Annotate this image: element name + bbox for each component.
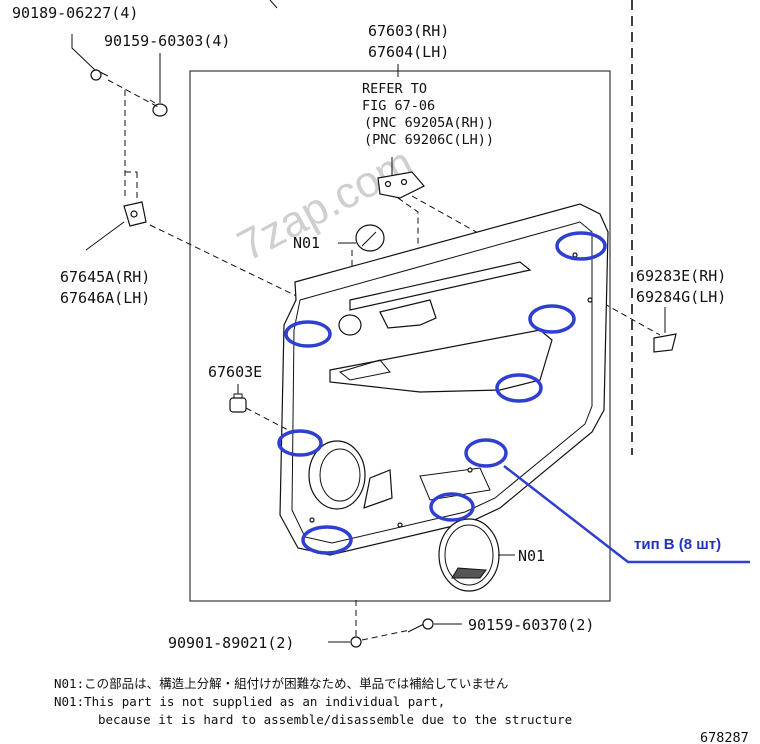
clip-ring-8 bbox=[284, 320, 332, 348]
figure-number: 678287 bbox=[700, 730, 749, 744]
label-69284g: 69284G(LH) bbox=[636, 288, 726, 306]
clip-ring-5 bbox=[429, 492, 475, 522]
label-90159-60303: 90159-60303(4) bbox=[104, 32, 230, 50]
clip-ring-6 bbox=[301, 525, 353, 555]
refer-line-4: (PNC 69206C(LH)) bbox=[364, 132, 494, 148]
label-67603: 67603(RH) bbox=[368, 22, 449, 40]
clip-67603e-icon[interactable] bbox=[229, 393, 247, 413]
speaker-cover-n01-icon[interactable] bbox=[438, 518, 500, 592]
nut-90901-icon[interactable] bbox=[350, 636, 362, 648]
frame-box bbox=[189, 70, 611, 602]
note-english-1: N01:This part is not supplied as an indi… bbox=[54, 694, 445, 709]
label-67646a: 67646A(LH) bbox=[60, 289, 150, 307]
refer-line-2: FIG 67-06 bbox=[362, 98, 435, 114]
label-n01-bottom: N01 bbox=[518, 547, 545, 565]
screw-90189-icon[interactable] bbox=[90, 69, 109, 81]
note-japanese: N01:この部品は、構造上分解・組付けが困難なため、単品では補給していません bbox=[54, 676, 508, 691]
clip-ring-7 bbox=[277, 429, 323, 457]
label-67603e: 67603E bbox=[208, 363, 262, 381]
note-english-2: because it is hard to assemble/disassemb… bbox=[98, 712, 572, 727]
label-67604: 67604(LH) bbox=[368, 43, 449, 61]
label-67645a: 67645A(RH) bbox=[60, 268, 150, 286]
clip-ring-3 bbox=[495, 373, 543, 403]
label-n01-top: N01 bbox=[293, 234, 320, 252]
screw-90159-60370-icon[interactable] bbox=[407, 618, 434, 633]
annotation-leader-line bbox=[503, 465, 750, 564]
clip-highlight-rings bbox=[277, 231, 607, 555]
clip-ring-1 bbox=[555, 231, 607, 261]
bracket-67645a-icon[interactable] bbox=[123, 201, 147, 227]
cap-n01-top-icon[interactable] bbox=[355, 224, 385, 252]
speaker-grille-icon bbox=[308, 440, 366, 510]
escutcheon-69283e-icon[interactable] bbox=[653, 333, 677, 353]
refer-line-1: REFER TO bbox=[362, 81, 427, 97]
refer-line-3: (PNC 69205A(RH)) bbox=[364, 115, 494, 131]
clip-90159-icon[interactable] bbox=[149, 99, 168, 117]
clip-ring-4 bbox=[464, 438, 508, 468]
inner-handle-icon[interactable] bbox=[377, 171, 425, 199]
label-90159-60370: 90159-60370(2) bbox=[468, 616, 594, 634]
label-90189-06227: 90189-06227(4) bbox=[12, 4, 138, 22]
clip-ring-2 bbox=[528, 304, 576, 334]
label-90901-89021: 90901-89021(2) bbox=[168, 634, 294, 652]
panel-cap-icon bbox=[338, 314, 362, 336]
clip-type-annotation: тип В (8 шт) bbox=[634, 536, 721, 553]
label-69283e: 69283E(RH) bbox=[636, 267, 726, 285]
